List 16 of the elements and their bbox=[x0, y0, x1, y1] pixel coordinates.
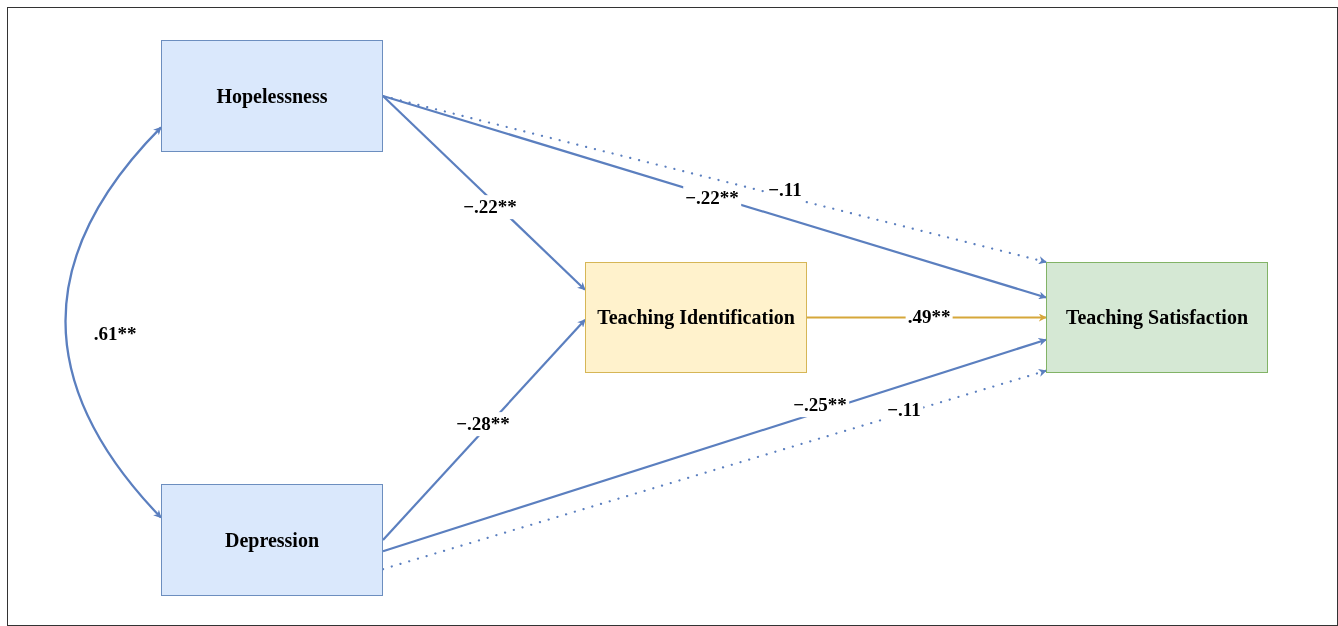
arrow bbox=[64, 126, 162, 519]
arrow bbox=[382, 318, 586, 541]
dotted-arrow bbox=[381, 369, 1048, 571]
arrow bbox=[382, 94, 1047, 300]
variable-box bbox=[161, 40, 383, 152]
arrow bbox=[382, 338, 1047, 553]
edge-label: −.22** bbox=[461, 195, 519, 219]
variable-box bbox=[1046, 262, 1268, 373]
arrow bbox=[382, 95, 586, 291]
variable-label: Teaching Identification bbox=[597, 305, 795, 330]
variable-label: Depression bbox=[224, 527, 320, 553]
edge-label: −.28** bbox=[454, 412, 512, 436]
variable-label: Teaching Satisfaction bbox=[1065, 305, 1249, 330]
variable-box bbox=[161, 484, 383, 596]
variable-box bbox=[585, 262, 807, 373]
variable-label: Hopelessness bbox=[216, 83, 328, 109]
